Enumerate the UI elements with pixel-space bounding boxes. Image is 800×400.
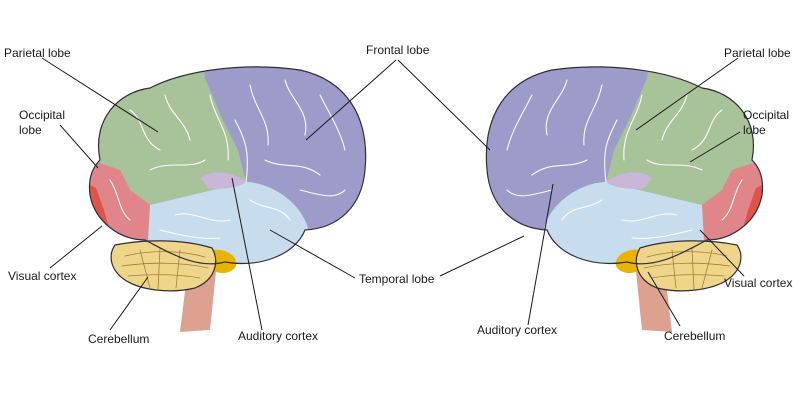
label-left-occipital-lobe-line2: lobe [19,123,42,137]
label-temporal-lobe: Temporal lobe [359,272,435,286]
label-left-parietal-lobe: Parietal lobe [4,46,71,60]
label-right-auditory-cortex: Auditory cortex [477,323,557,337]
label-right-occipital-lobe-line1: Occipital [743,108,789,122]
left-leader-lines [41,57,397,331]
label-left-occipital-lobe-line1: Occipital [19,108,65,122]
label-left-visual-cortex: Visual cortex [8,269,76,283]
label-right-visual-cortex: Visual cortex [724,276,792,290]
label-right-cerebellum: Cerebellum [664,329,725,343]
label-right-parietal-lobe: Parietal lobe [724,46,791,60]
left-brain-illustration [60,40,400,332]
label-frontal-lobe: Frontal lobe [366,43,430,57]
right-leader-lines [397,57,745,327]
label-right-occipital-lobe-line2: lobe [743,123,766,137]
label-left-auditory-cortex: Auditory cortex [238,329,318,343]
label-left-cerebellum: Cerebellum [88,332,149,346]
